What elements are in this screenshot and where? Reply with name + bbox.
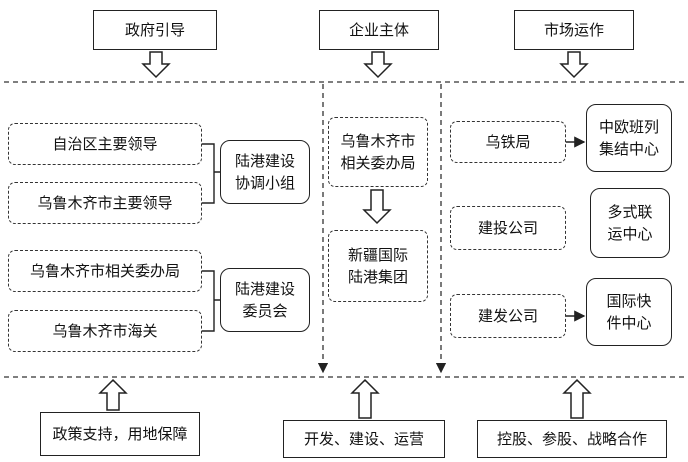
gov-hub-construction-committee: 陆港建设 委员会 — [220, 268, 310, 332]
market-construction-development: 建发公司 — [450, 294, 566, 338]
footer-enterprise: 开发、建设、运营 — [283, 420, 445, 458]
footer-government: 政策支持，用地保障 — [40, 412, 200, 456]
gov-item-urumqi-customs: 乌鲁木齐市海关 — [8, 310, 202, 352]
gov-item-urumqi-bureaus: 乌鲁木齐市相关委办局 — [8, 250, 202, 292]
header-government: 政府引导 — [93, 10, 217, 50]
bracket-group2 — [202, 270, 220, 332]
market-china-europe-hub: 中欧班列 集结中心 — [586, 104, 672, 172]
up-arrow-market — [562, 378, 592, 419]
gov-item-autonomous-leaders: 自治区主要领导 — [8, 123, 202, 165]
header-enterprise: 企业主体 — [319, 10, 439, 50]
gov-item-urumqi-leaders: 乌鲁木齐市主要领导 — [8, 182, 202, 224]
market-multimodal-center: 多式联 运中心 — [590, 188, 670, 258]
market-express-center: 国际快 件中心 — [586, 278, 672, 346]
down-arrow-market — [559, 51, 589, 79]
market-railway-bureau: 乌铁局 — [450, 121, 566, 163]
bracket-group1 — [202, 143, 220, 204]
down-arrow-enterprise — [363, 51, 393, 79]
down-arrow-government — [141, 51, 171, 79]
header-market: 市场运作 — [514, 10, 634, 50]
enterprise-urumqi-bureaus: 乌鲁木齐市 相关委办局 — [328, 117, 428, 187]
footer-market: 控股、参股、战略合作 — [477, 420, 667, 458]
up-arrow-government — [98, 378, 128, 411]
enterprise-land-port-group: 新疆国际 陆港集团 — [328, 230, 428, 302]
market-construction-investment: 建投公司 — [450, 206, 566, 250]
up-arrow-enterprise — [350, 378, 380, 419]
down-arrow-enterprise-inner — [362, 189, 392, 225]
gov-hub-coordination-group: 陆港建设 协调小组 — [220, 140, 310, 204]
